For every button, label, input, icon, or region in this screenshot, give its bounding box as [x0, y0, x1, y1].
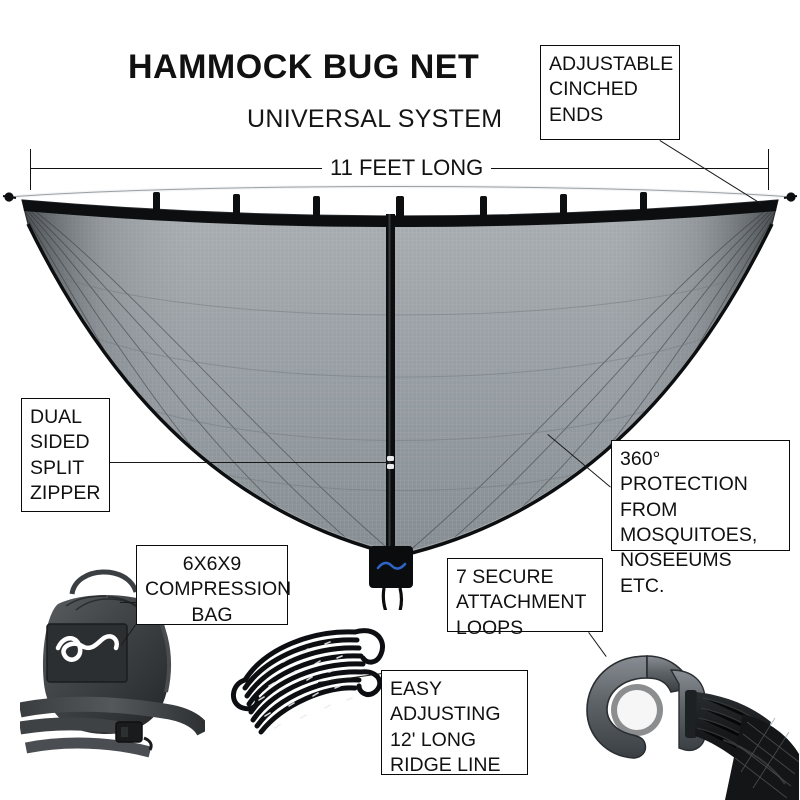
callout-line: FROM [620, 498, 678, 521]
callout-360-protection: 360° PROTECTION FROM MOSQUITOES, NOSEEUM… [611, 440, 790, 597]
strap-buckle [115, 721, 143, 743]
split-zipper-teeth [388, 214, 391, 556]
callout-line: SIDED [30, 431, 90, 454]
attachment-loop-icon [396, 196, 404, 218]
attachment-clip-photo [586, 655, 800, 800]
callout-dual-sided-split-zipper: DUAL SIDED SPLIT ZIPPER [21, 398, 110, 512]
net-top-binding [22, 200, 778, 227]
callout-line: MOSQUITOES, [620, 524, 758, 547]
callout-line: RIDGE LINE [390, 754, 501, 777]
callout-line: COMPRESSION [145, 578, 292, 601]
rope-coil [242, 629, 366, 735]
callout-line: DUAL [30, 406, 83, 428]
callout-line: CINCHED [549, 78, 638, 101]
attachment-loop-icon [480, 196, 487, 217]
callout-line: LOOPS [456, 616, 524, 639]
attachment-loop-icon [560, 194, 567, 215]
callout-line: 6X6X9 [182, 553, 242, 575]
dimension-tick-left [30, 149, 31, 190]
callout-line: ADJUSTABLE [549, 53, 674, 75]
callout-compression-bag: 6X6X9 COMPRESSION BAG [136, 545, 292, 626]
ridge-line [7, 184, 793, 199]
compression-bag-photo [20, 569, 205, 758]
leader-zipper [110, 462, 388, 463]
callout-line: BAG [191, 603, 233, 626]
attachment-loop-icon [233, 194, 240, 215]
swirl-logo-icon [55, 634, 119, 662]
callout-line: ZIPPER [30, 482, 101, 505]
callout-ridge-line: EASY ADJUSTING 12' LONG RIDGE LINE [381, 670, 528, 777]
callout-line: EASY [390, 678, 443, 700]
callout-line: ENDS [549, 103, 604, 126]
dimension-label: 11 FEET LONG [322, 155, 492, 181]
cinch-knot-icon-right [783, 192, 798, 202]
cinch-knot-icon-left [2, 192, 17, 202]
zipper-pull-icon [387, 456, 394, 469]
attachment-loop-icon [313, 196, 320, 217]
swirl-logo-icon [376, 561, 407, 570]
clip-hook-icon [586, 655, 648, 759]
callout-line: ATTACHMENT [456, 591, 587, 614]
net-bottom-cuff [369, 546, 413, 610]
page-title: HAMMOCK BUG NET [128, 48, 480, 86]
ridge-line-rope-photo [231, 628, 385, 735]
callout-attachment-loops: 7 SECURE ATTACHMENT LOOPS [447, 558, 603, 639]
ridge-line-shadow [7, 186, 793, 198]
callout-line: 7 SECURE [456, 566, 554, 588]
attachment-loop-icon [153, 192, 160, 212]
callout-line: NOSEEUMS ETC. [620, 549, 732, 597]
callout-line: 12' LONG [390, 728, 477, 751]
dimension-tick-right [768, 149, 769, 190]
brand-patch [46, 623, 128, 683]
shoulder-strap [20, 696, 205, 736]
callout-line: ADJUSTING [390, 703, 501, 726]
attachment-loop-icon [640, 192, 647, 212]
callout-line: SPLIT [30, 456, 85, 479]
page-subtitle: UNIVERSAL SYSTEM [247, 105, 503, 133]
callout-adjustable-cinched-ends: ADJUSTABLE CINCHED ENDS [540, 45, 680, 140]
attachment-loops [153, 192, 647, 218]
callout-line: 360° PROTECTION [620, 448, 748, 496]
